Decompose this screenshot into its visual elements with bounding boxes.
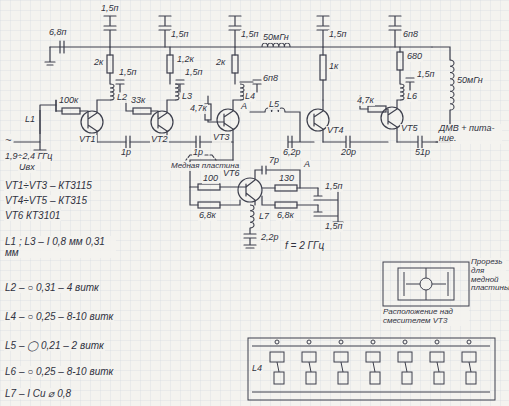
coil-label: L3	[181, 92, 193, 102]
coil-label: L6	[406, 92, 418, 102]
value-label: 50мГн	[456, 76, 484, 86]
value-label: 6п8	[402, 30, 419, 40]
coil-windings	[40, 43, 454, 228]
coil-note: L7 – I Cu ⌀ 0,8	[4, 388, 72, 399]
plate-inset-drawing	[383, 262, 469, 306]
coil-label: L4	[251, 364, 263, 374]
node-mark: А	[303, 160, 311, 170]
value-label: 6,8к	[276, 211, 295, 221]
value-label: 20р	[340, 148, 357, 158]
output-label: ДМВ + пита-ние.	[438, 124, 502, 144]
value-label: 130	[278, 174, 295, 184]
value-label: 1,5п	[170, 30, 189, 40]
parts-note: VT1÷VT3 – КТ3115	[4, 180, 93, 191]
value-label: 2к	[93, 58, 104, 68]
value-label: 6,8к	[198, 211, 217, 221]
value-label: 33к	[130, 96, 146, 106]
parts-note: VT4÷VT5 – КТ315	[4, 195, 88, 206]
value-label: 6,8п	[48, 28, 67, 38]
transistor-label: VT3	[212, 133, 231, 143]
value-label: 1,2к	[176, 55, 195, 65]
value-label: 6п8	[262, 74, 279, 84]
inset-note: Прорезь для медной пластиныРасположение …	[381, 258, 506, 338]
note-text: f = 2 ГГц	[284, 240, 325, 251]
coil-label: L5	[268, 100, 280, 110]
signal-label: 1,9÷2,4 ГГц	[4, 152, 53, 162]
inset-caption: Расположение над смесителем VT3	[383, 308, 469, 326]
node-mark: А	[240, 102, 248, 112]
value-label: 1р	[120, 148, 132, 158]
coil-label: L4	[244, 92, 256, 102]
value-label: 1,5п	[328, 30, 347, 40]
coil-note: L1 ; L3 – I 0,8 мм 0,31 мм	[4, 236, 116, 258]
value-label: 2,2р	[260, 233, 280, 243]
value-label: 1,5п	[118, 68, 137, 78]
value-label: 1,5п	[100, 4, 119, 14]
value-label: 50мГн	[262, 33, 290, 43]
transistor-label: VT2	[150, 135, 169, 145]
coil-label: L7	[258, 212, 270, 222]
circuit-wires	[14, 16, 450, 248]
value-label: 7р	[268, 156, 280, 166]
value-label: 1к	[328, 62, 339, 72]
coil-label: L2	[116, 93, 128, 103]
value-label: 4,7к	[189, 104, 208, 114]
value-label: 2к	[215, 58, 226, 68]
value-label: 100	[202, 174, 219, 184]
value-label: 1,5п	[324, 182, 343, 192]
value-label: 6,2р	[282, 148, 302, 158]
transistor-label: VT1	[78, 135, 97, 145]
inset-heading: Прорезь для медной пластины	[471, 258, 506, 293]
pcb-layout	[248, 338, 495, 400]
value-label: 51р	[414, 148, 431, 158]
value-label: 1,5п	[416, 70, 435, 80]
coil-note: L4 – ○ 0,25 – 8-10 витк	[4, 311, 114, 322]
value-label: 100к	[58, 96, 79, 106]
parts-note: VT6 КТ3101	[4, 210, 61, 221]
value-label: 1,5п	[240, 30, 259, 40]
value-label: 680	[406, 52, 423, 62]
value-label: 1р	[192, 148, 204, 158]
transistor-label: VT5	[400, 124, 419, 134]
transistor-label: VT6	[222, 169, 241, 179]
value-label: 1,5п	[184, 68, 203, 78]
signal-label: ~	[4, 134, 12, 146]
coil-note: L5 – ◯ 0,21 – 2 витк	[4, 340, 105, 351]
coil-label: L1	[24, 115, 36, 125]
coil-note: L2 – ○ 0,31 – 4 витк	[4, 282, 100, 293]
value-label: 4,7к	[356, 96, 375, 106]
coil-note: L6 – ○ 0,25 – 8-10 витк	[4, 366, 114, 377]
value-label: 1,5п	[324, 222, 343, 232]
transistor-label: VT4	[326, 126, 345, 136]
signal-label: Uвх	[18, 163, 36, 173]
